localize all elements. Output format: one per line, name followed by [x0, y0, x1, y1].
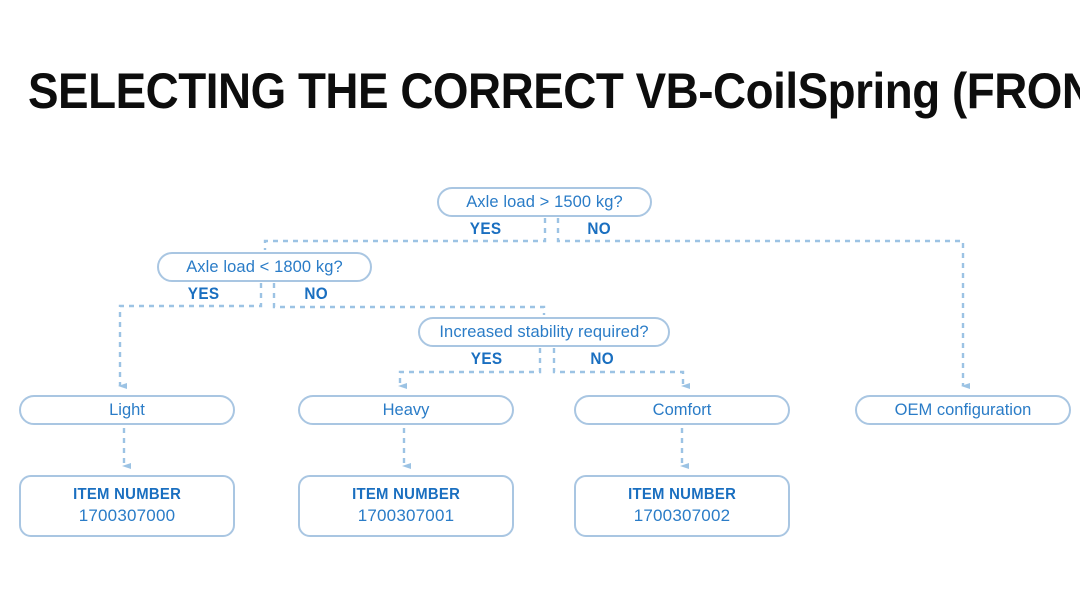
- branch-label-d1-yes: YES: [469, 219, 502, 238]
- page-title: SELECTING THE CORRECT VB-CoilSpring (FRO…: [28, 63, 1080, 119]
- result-label: Light: [109, 400, 145, 419]
- item-number-value: 1700307002: [633, 506, 731, 525]
- decision-label: Increased stability required?: [439, 322, 649, 341]
- wire-d1-no: [556, 218, 970, 389]
- decision-label: Axle load < 1800 kg?: [186, 257, 343, 276]
- result-label: Heavy: [382, 400, 430, 419]
- item-number-value: 1700307001: [357, 506, 455, 525]
- branch-label-d1-no: NO: [587, 219, 611, 238]
- result-label: Comfort: [652, 400, 712, 419]
- branch-label-d3-no: NO: [590, 349, 614, 368]
- item-number-box-heavy[interactable]: ITEM NUMBER 1700307001: [298, 475, 514, 537]
- result-node-heavy[interactable]: Heavy: [298, 395, 514, 425]
- item-number-heading: ITEM NUMBER: [72, 486, 182, 503]
- result-node-oem-configuration[interactable]: OEM configuration: [855, 395, 1071, 425]
- branch-label-d2-no: NO: [304, 284, 328, 303]
- wire-d3-no: [552, 348, 690, 389]
- wire-d3-yes: [398, 348, 542, 389]
- decision-node-axle-load-1500[interactable]: Axle load > 1500 kg?: [437, 187, 652, 217]
- wire-d2-no: [272, 283, 546, 315]
- result-node-light[interactable]: Light: [19, 395, 235, 425]
- wire-d1-yes: [263, 218, 547, 250]
- branch-label-d2-yes: YES: [187, 284, 220, 303]
- branch-label-d3-yes: YES: [470, 349, 503, 368]
- result-label: OEM configuration: [894, 400, 1032, 419]
- item-number-heading: ITEM NUMBER: [627, 486, 737, 503]
- item-number-box-light[interactable]: ITEM NUMBER 1700307000: [19, 475, 235, 537]
- item-number-value: 1700307000: [78, 506, 176, 525]
- item-number-box-comfort[interactable]: ITEM NUMBER 1700307002: [574, 475, 790, 537]
- item-number-heading: ITEM NUMBER: [351, 486, 461, 503]
- result-node-comfort[interactable]: Comfort: [574, 395, 790, 425]
- wire-d2-yes: [118, 283, 263, 389]
- decision-label: Axle load > 1500 kg?: [466, 192, 623, 211]
- decision-node-increased-stability[interactable]: Increased stability required?: [418, 317, 670, 347]
- decision-node-axle-load-1800[interactable]: Axle load < 1800 kg?: [157, 252, 372, 282]
